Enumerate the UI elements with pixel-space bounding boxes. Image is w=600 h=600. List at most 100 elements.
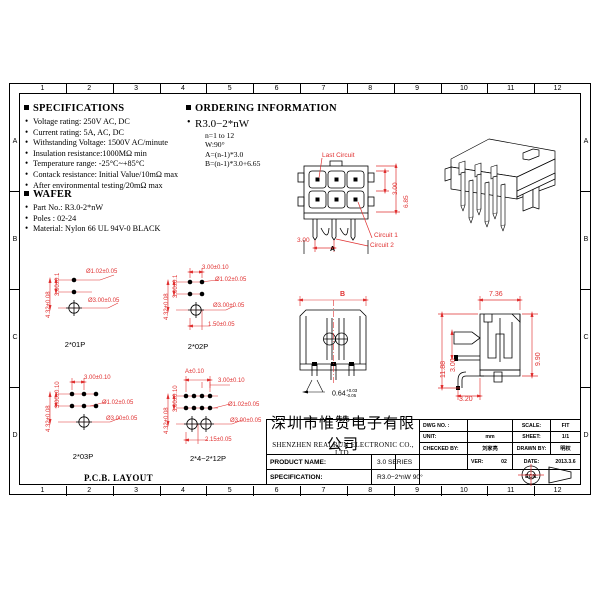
title-block-divider bbox=[419, 442, 580, 443]
column-marker-12: 12 bbox=[553, 487, 562, 494]
pcb-pattern-2x4-dim-h-span: A±0.10 bbox=[185, 369, 204, 375]
pcb-pattern-2x02p-dim-h-pitch: 3.00±0.10 bbox=[202, 265, 229, 271]
ruler-tick bbox=[393, 84, 395, 94]
pcb-pattern-2x01p-dim-v-inner: 3.00±0.1 bbox=[55, 272, 61, 296]
checked-by-label: CHECKED BY: bbox=[423, 445, 459, 452]
drawn-by-label: DRAWN BY: bbox=[516, 445, 547, 452]
column-marker-9: 9 bbox=[415, 487, 420, 494]
pcb-pattern-2x03p-dim-v-inner: 3.00±0.10 bbox=[55, 381, 61, 408]
wafer-heading: WAFER bbox=[24, 189, 160, 200]
column-marker-4: 4 bbox=[180, 487, 185, 494]
dwg-no-label: DWG NO. : bbox=[423, 422, 450, 429]
ruler-tick bbox=[253, 84, 255, 94]
ordering-line-3: B=(n-1)*3.0+6.65 bbox=[205, 159, 261, 169]
column-marker-6: 6 bbox=[274, 85, 279, 92]
column-marker-10: 10 bbox=[460, 487, 468, 494]
column-marker-5: 5 bbox=[227, 85, 232, 92]
wafer-list: Part No.: R3.0-2*nWPoles : 02-24Material… bbox=[24, 202, 160, 235]
wafer-item-0: Part No.: R3.0-2*nW bbox=[24, 202, 160, 214]
column-marker-2: 2 bbox=[87, 487, 92, 494]
ordering-line-1: W:90° bbox=[205, 140, 225, 150]
bullet-square-icon bbox=[186, 105, 191, 110]
side-view-dim-left-inner: 3.00 bbox=[450, 358, 457, 372]
side-view-dim-top: 7.36 bbox=[489, 291, 503, 298]
specification-item-4: Temperature range: -25°C~+85°C bbox=[24, 158, 178, 170]
ordering-heading: ORDERING INFORMATION bbox=[186, 103, 337, 114]
column-marker-3: 3 bbox=[134, 85, 139, 92]
row-marker-A: A bbox=[583, 138, 589, 145]
column-marker-3: 3 bbox=[134, 487, 139, 494]
ruler-tick bbox=[440, 486, 442, 496]
title-block-divider bbox=[419, 431, 580, 432]
ruler-tick bbox=[534, 84, 536, 94]
ordering-line-0: n=1 to 12 bbox=[205, 131, 235, 140]
front-view-dim-height: 6.85 bbox=[403, 195, 410, 208]
row-marker-B: B bbox=[12, 236, 18, 243]
ordering-part-number: R3.0−2*nW bbox=[186, 116, 337, 131]
bullet-square-icon bbox=[24, 105, 29, 110]
pcb-pattern-2x4-dim-v-inner: 3.00±0.10 bbox=[173, 385, 179, 412]
section-view-dim-pin: 0.64+0.03-0.05 bbox=[332, 388, 358, 398]
front-view bbox=[272, 140, 422, 255]
pcb-pattern-2x02p-label: 2*02P bbox=[187, 342, 209, 351]
front-view-callout-circuit-1: Circuit 1 bbox=[374, 232, 398, 239]
title-block-divider bbox=[267, 454, 580, 455]
bullet-square-icon bbox=[24, 191, 29, 196]
ruler-tick bbox=[581, 387, 591, 388]
first-angle-projection-icon bbox=[518, 464, 572, 486]
pcb-layout-title: P.C.B. LAYOUT bbox=[84, 473, 154, 483]
version-label: VER: bbox=[471, 459, 484, 465]
row-marker-C: C bbox=[12, 334, 18, 341]
unit-value: mm bbox=[485, 434, 495, 440]
pcb-pattern-2x02p-dim-v-inner: 3.00±0.1 bbox=[173, 274, 179, 298]
side-view-dim-right: 9.90 bbox=[535, 352, 542, 366]
pcb-pattern-2x02p-dim-hole-small: Ø1.02±0.05 bbox=[215, 277, 247, 283]
column-marker-11: 11 bbox=[507, 487, 515, 494]
pcb-pattern-2x03p-dim-h-pitch: 3.00±0.10 bbox=[84, 375, 111, 381]
specification-item-2: Withstanding Voltage: 1500V AC/minute bbox=[24, 137, 178, 149]
row-marker-D: D bbox=[583, 432, 589, 439]
specifications-heading: SPECIFICATIONS bbox=[24, 103, 178, 114]
ruler-tick bbox=[346, 486, 348, 496]
ruler-tick bbox=[159, 486, 161, 496]
column-marker-12: 12 bbox=[553, 85, 562, 92]
pcb-pattern-2x4-2x12p bbox=[148, 368, 283, 458]
pcb-pattern-2x01p bbox=[30, 258, 150, 346]
section-view-dim-width-label: B bbox=[340, 291, 346, 298]
projection-symbol bbox=[513, 464, 580, 486]
ruler-tick bbox=[65, 486, 67, 496]
ruler-tick bbox=[581, 191, 591, 192]
ruler-tick bbox=[159, 84, 161, 94]
column-marker-7: 7 bbox=[321, 487, 326, 494]
pcb-pattern-2x02p-dim-v-outer: 4.32±0.08 bbox=[164, 293, 170, 320]
front-view-dim-pitch-vertical: 3.00 bbox=[392, 182, 399, 195]
ruler-tick bbox=[487, 486, 489, 496]
ruler-tick bbox=[65, 84, 67, 94]
wafer-block: WAFER Part No.: R3.0-2*nWPoles : 02-24Ma… bbox=[24, 189, 160, 235]
ruler-tick bbox=[487, 84, 489, 94]
ruler-tick bbox=[10, 387, 20, 388]
ruler-tick bbox=[393, 486, 395, 496]
specifications-list: Voltage rating: 250V AC, DCCurrent ratin… bbox=[24, 116, 178, 191]
ruler-tick bbox=[300, 486, 301, 496]
row-marker-B: B bbox=[583, 236, 589, 243]
pcb-pattern-2x4-dim-hole-big: Ø3.00±0.05 bbox=[230, 418, 262, 424]
sheet-label: SHEET: bbox=[522, 434, 541, 440]
title-block-divider bbox=[550, 420, 551, 454]
drawn-by-value: 明权 bbox=[560, 446, 571, 452]
pcb-pattern-2x02p bbox=[148, 258, 278, 346]
ordering-line-2: A=(n-1)*3.0 bbox=[205, 149, 244, 159]
company-name-en-cell: SHENZHEN REALRUN ELECTRONIC CO., LTD. bbox=[267, 440, 419, 457]
ruler-tick bbox=[253, 486, 255, 496]
pcb-pattern-2x01p-dim-hole-small: Ø1.02±0.05 bbox=[86, 269, 118, 275]
company-name-en: SHENZHEN REALRUN ELECTRONIC CO., LTD. bbox=[272, 440, 414, 457]
section-view bbox=[292, 288, 417, 408]
pcb-pattern-2x03p-drawing bbox=[48, 378, 121, 430]
version-value: 02 bbox=[501, 459, 507, 465]
title-block-divider bbox=[267, 469, 580, 470]
company-name-cn-cell: 深圳市惟赞电子有限公司 bbox=[267, 414, 419, 453]
title-block-divider bbox=[467, 420, 468, 469]
date-label: DATE: bbox=[523, 459, 540, 465]
